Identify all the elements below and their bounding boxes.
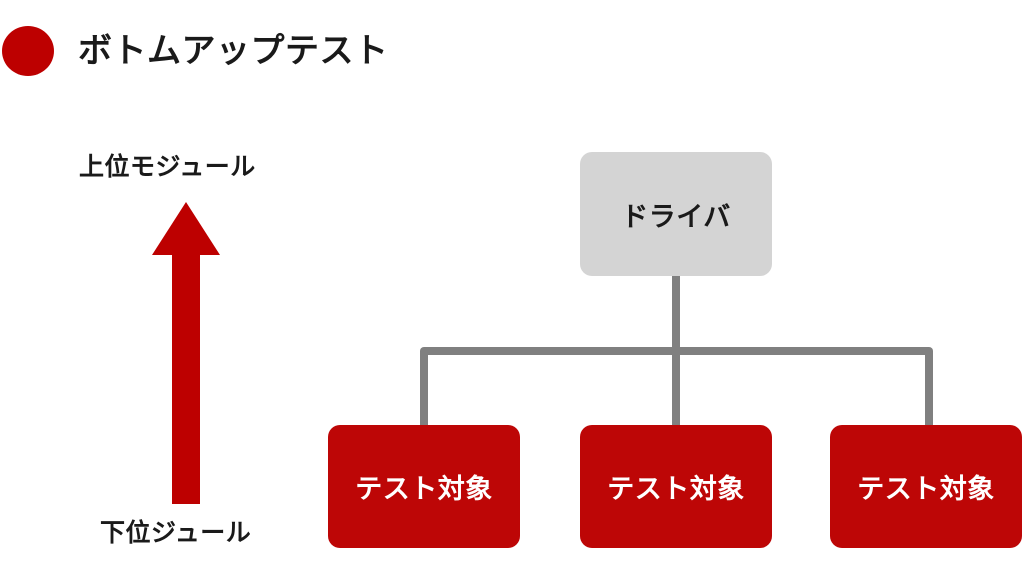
page-title: ボトムアップテスト [78, 32, 389, 70]
node-test-target-3[interactable]: テスト対象 [830, 425, 1022, 548]
connector-child-3-vertical [925, 351, 933, 429]
node-test-target-1[interactable]: テスト対象 [328, 425, 520, 548]
up-arrow-icon [150, 198, 222, 506]
connector-root-vertical [672, 272, 680, 351]
connector-child-2-vertical [672, 351, 680, 429]
node-driver[interactable]: ドライバ [580, 152, 772, 276]
axis-label-lower-module: 下位ジュール [100, 519, 252, 547]
axis-label-upper-module: 上位モジュール [79, 153, 256, 181]
node-test-target-2[interactable]: テスト対象 [580, 425, 772, 548]
filled-circle-icon [2, 26, 54, 76]
connector-child-1-vertical [420, 351, 428, 429]
